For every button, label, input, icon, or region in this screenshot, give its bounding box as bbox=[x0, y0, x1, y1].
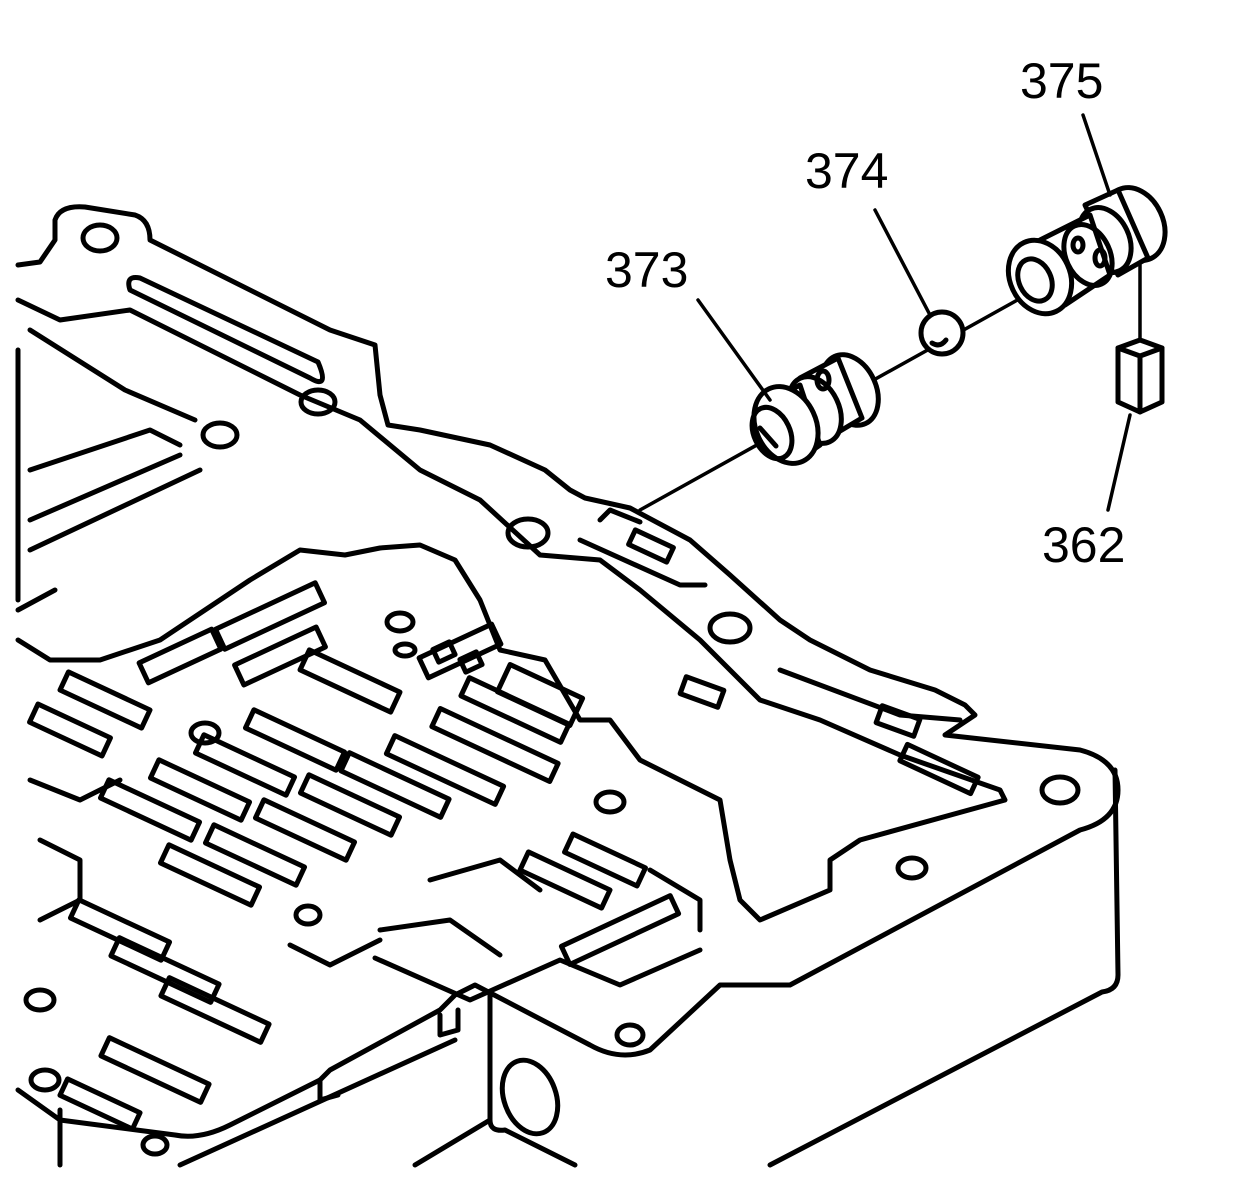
valve-375 bbox=[1005, 185, 1168, 317]
callout-373: 373 bbox=[605, 242, 688, 298]
leader-375 bbox=[1081, 113, 1112, 197]
leader-374 bbox=[873, 208, 932, 317]
callout-362: 362 bbox=[1042, 517, 1125, 573]
check-ball-374 bbox=[918, 309, 966, 357]
callout-374: 374 bbox=[805, 143, 888, 199]
valve-373 bbox=[749, 352, 881, 466]
leader-lines bbox=[696, 113, 1132, 512]
valve-body-passages bbox=[27, 275, 981, 1132]
leader-362 bbox=[1106, 413, 1132, 512]
callout-375: 375 bbox=[1020, 53, 1103, 109]
mounting-holes bbox=[23, 222, 1081, 1157]
leader-373 bbox=[696, 298, 772, 402]
retainer-362 bbox=[1115, 263, 1165, 415]
valve-body bbox=[15, 204, 1121, 1168]
